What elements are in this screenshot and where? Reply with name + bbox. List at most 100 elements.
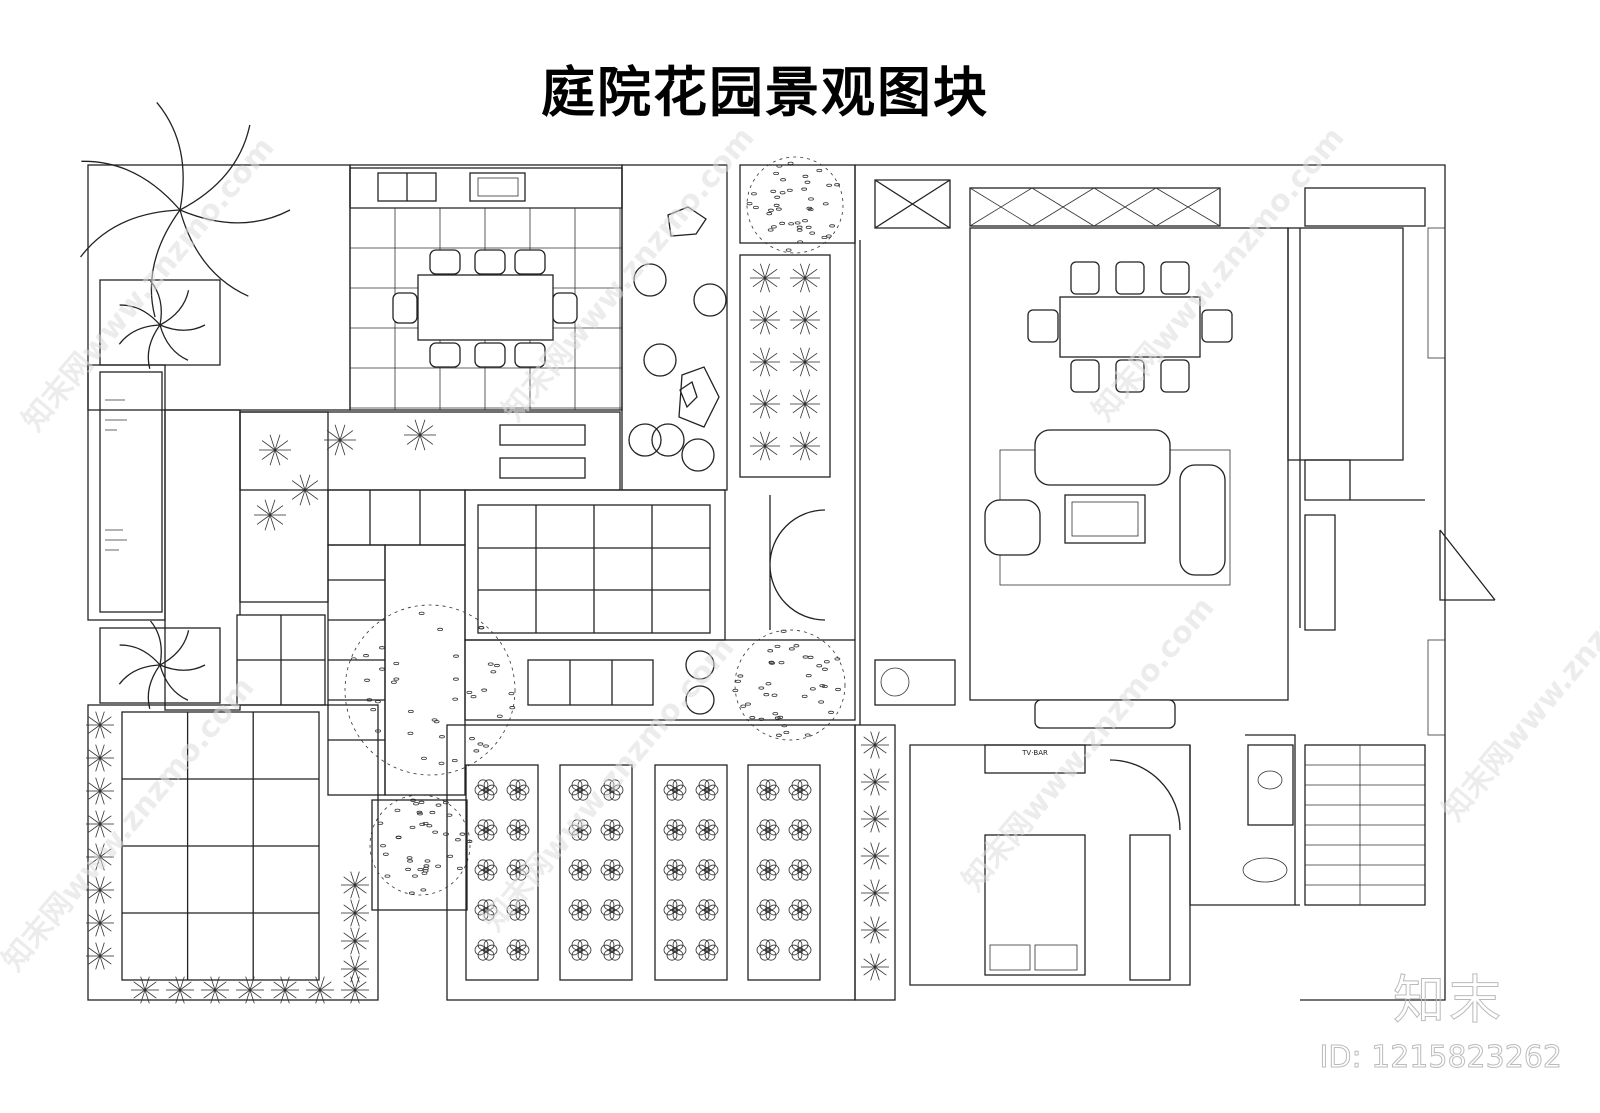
chair-icon — [515, 250, 545, 274]
flower-icon — [757, 940, 779, 960]
dining-table — [418, 275, 553, 340]
flower-icon — [757, 860, 779, 880]
shrub-icon — [750, 432, 780, 461]
flower-icon — [475, 780, 497, 800]
flower-icon — [696, 940, 718, 960]
shrub-icon — [790, 432, 820, 461]
shrub-icon — [341, 956, 369, 983]
flower-icon — [757, 820, 779, 840]
flower-icon — [569, 860, 591, 880]
lounge-deck — [100, 280, 710, 705]
flower-icon — [601, 820, 623, 840]
chair-icon — [475, 343, 505, 367]
flower-icon — [696, 780, 718, 800]
shrub-icon — [86, 745, 114, 772]
shrub-icon — [750, 306, 780, 335]
chair-icon — [393, 293, 417, 323]
shrub-icon — [790, 264, 820, 293]
shrub-icon — [306, 977, 334, 1004]
flower-icon — [601, 860, 623, 880]
shrub-icon — [861, 954, 889, 981]
chair-icon — [475, 250, 505, 274]
flower-icon — [664, 940, 686, 960]
round-shrub-icon — [694, 284, 726, 316]
flower-icon — [569, 940, 591, 960]
shrub-icon — [289, 475, 321, 505]
watermark-logo: 知末 — [1393, 958, 1505, 1033]
chair-icon — [1028, 310, 1058, 342]
flower-icon — [664, 780, 686, 800]
water-pool — [88, 365, 165, 620]
round-shrub-icon — [644, 344, 676, 376]
shrub-icon — [166, 977, 194, 1004]
shrub-icon — [254, 500, 286, 530]
flower-icon — [569, 900, 591, 920]
shrub-icon — [86, 712, 114, 739]
shrub-icon — [86, 943, 114, 970]
flower-icon — [664, 860, 686, 880]
shrub-icon — [790, 348, 820, 377]
flower-icon — [789, 860, 811, 880]
shrub-icon — [790, 306, 820, 335]
shrub-icon — [861, 769, 889, 796]
dining-pavilion — [350, 165, 622, 410]
shrub-icon — [324, 425, 356, 455]
flower-bed — [748, 765, 820, 980]
shrub-icon — [750, 348, 780, 377]
shrub-icon — [404, 420, 436, 450]
flower-icon — [664, 820, 686, 840]
flower-icon — [601, 940, 623, 960]
flower-icon — [789, 900, 811, 920]
flower-icon — [789, 940, 811, 960]
greenhouse-panes — [122, 712, 319, 980]
hedge-strip — [855, 725, 895, 1000]
shrub-icon — [259, 435, 291, 465]
flower-icon — [507, 940, 529, 960]
chair-icon — [1071, 262, 1099, 294]
shrub-icon — [86, 778, 114, 805]
flower-icon — [696, 820, 718, 840]
shrub-icon — [341, 900, 369, 927]
round-shrub-icon — [629, 424, 661, 456]
flower-icon — [601, 900, 623, 920]
flower-icon — [507, 820, 529, 840]
chair-icon — [430, 343, 460, 367]
shrub-icon — [750, 390, 780, 419]
flower-icon — [507, 780, 529, 800]
shrub-icon — [861, 917, 889, 944]
flower-icon — [696, 860, 718, 880]
shrub-icon — [86, 910, 114, 937]
flower-icon — [757, 900, 779, 920]
shrub-icon — [236, 977, 264, 1004]
flower-icon — [475, 860, 497, 880]
tree-icon — [747, 157, 843, 253]
shrub-icon — [750, 264, 780, 293]
watermark-id: ID: 1215823262 — [1320, 1040, 1562, 1075]
flower-bed — [655, 765, 727, 980]
flower-icon — [475, 940, 497, 960]
shrub-icon — [341, 872, 369, 899]
shrub-icon — [790, 390, 820, 419]
flower-icon — [789, 820, 811, 840]
steps — [328, 490, 465, 795]
tree-icon — [370, 795, 472, 895]
house-floor-plan: TV·BAR — [770, 165, 1495, 1000]
shrub-icon — [861, 843, 889, 870]
shrub-icon — [131, 977, 159, 1004]
shrub-icon — [341, 977, 369, 1004]
round-shrub-icon — [682, 439, 714, 471]
chair-icon — [1116, 262, 1144, 294]
palm-tree-icon — [119, 621, 205, 709]
shrub-bed — [740, 255, 830, 477]
shrub-icon — [861, 880, 889, 907]
shrub-icon — [341, 928, 369, 955]
flower-icon — [757, 780, 779, 800]
flower-icon — [475, 820, 497, 840]
glass-greenhouse — [88, 705, 378, 1000]
tree-icon — [733, 630, 845, 740]
flower-icon — [696, 900, 718, 920]
flower-icon — [664, 900, 686, 920]
flower-icon — [789, 780, 811, 800]
shrub-icon — [201, 977, 229, 1004]
shrub-icon — [271, 977, 299, 1004]
